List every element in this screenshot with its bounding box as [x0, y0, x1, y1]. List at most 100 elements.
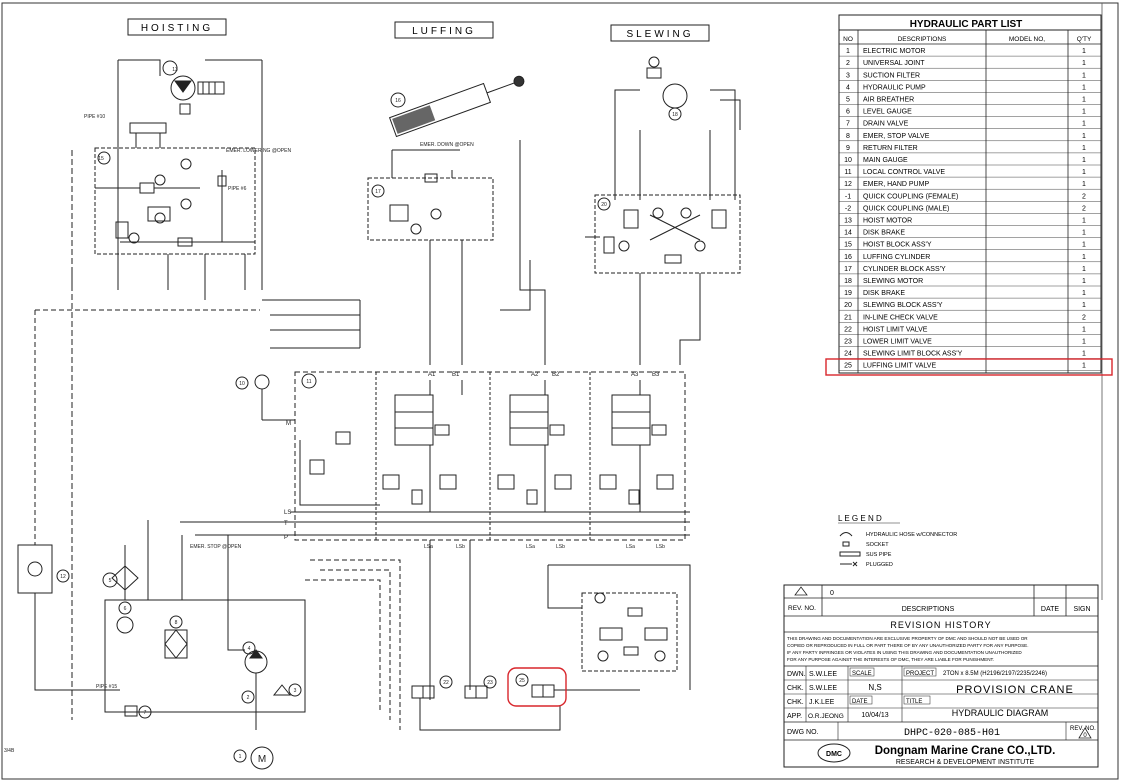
callout-1	[233, 749, 247, 763]
title-block: 0 REV. NO. DESCRIPTIONS DATE SIGN REVISI…	[783, 584, 1099, 768]
part-no: 22	[844, 326, 852, 333]
port-B2: B2	[552, 372, 560, 378]
part-list-header-cell: MODEL NO,	[1009, 36, 1045, 43]
callout-10-label: 10	[239, 381, 245, 387]
part-qty: 1	[1082, 133, 1086, 140]
slewing-motor-symbol	[662, 83, 688, 109]
note-emer-stop: EMER. STOP @OPEN	[190, 544, 242, 550]
callout-8-label: 8	[175, 620, 178, 626]
callout-20	[597, 197, 611, 211]
part-qty: 1	[1082, 145, 1086, 152]
part-qty: 2	[1082, 205, 1086, 212]
callout-17	[371, 184, 385, 198]
part-list-row: 13 HOIST MOTOR 1	[839, 218, 1101, 226]
part-qty: 1	[1082, 60, 1086, 67]
notice-line-3: IF ANY PARTY INFRINGES OR VIOLATES IN US…	[787, 650, 1022, 655]
legend: L E G E N D HYDRAULIC HOSE w/CONNECTORSO…	[838, 514, 957, 568]
part-no: -2	[845, 205, 851, 212]
part-description: LUFFING LIMIT VALVE	[863, 363, 936, 370]
date-label: DATE	[852, 699, 868, 705]
chk1-name: S.W.LEE	[809, 685, 837, 692]
part-qty: 1	[1082, 266, 1086, 273]
sign-label: SIGN	[1073, 606, 1090, 613]
part-no: 20	[844, 302, 852, 309]
callout-20-label: 20	[601, 202, 607, 208]
part-list-header-cell: DESCRIPTIONS	[898, 36, 947, 43]
legend-item-label: HYDRAULIC HOSE w/CONNECTOR	[866, 532, 957, 538]
part-qty: 1	[1082, 363, 1086, 370]
part-qty: 1	[1082, 157, 1086, 164]
part-description: HOIST MOTOR	[863, 218, 912, 225]
part-no: 16	[844, 254, 852, 261]
port-M: M	[286, 421, 291, 427]
part-list-row: 10 MAIN GAUGE 1	[839, 157, 1101, 166]
legend-item: SOCKET	[842, 541, 889, 548]
dwg-no: DHPC-020-085-H01	[904, 728, 1000, 739]
part-no: 17	[844, 266, 852, 273]
callout-10	[235, 376, 249, 390]
part-list-header-cell: Q'TY	[1077, 36, 1092, 43]
part-no: -1	[845, 193, 851, 200]
port-B1: B1	[452, 372, 460, 378]
callout-5-label: 5	[109, 578, 112, 584]
local-control-valve-block	[235, 371, 690, 541]
rev-no-label: REV. NO.	[788, 605, 816, 612]
part-qty: 1	[1082, 109, 1086, 116]
legend-item-label: SUS PIPE	[866, 552, 892, 558]
note-emer-down: EMER. DOWN @OPEN	[420, 142, 474, 148]
part-no: 10	[844, 157, 852, 164]
part-no: 23	[844, 339, 852, 346]
app-name: O.R.JEONG	[808, 713, 844, 720]
callout-23-label: 23	[487, 680, 493, 686]
port-P: P	[284, 535, 288, 541]
callout-15-label: 15	[98, 156, 104, 162]
callout-17-label: 17	[375, 189, 381, 195]
part-description: LUFFING CYLINDER	[863, 254, 930, 261]
note-emer-lowering: EMER. LOWERING @OPEN	[226, 148, 291, 154]
luffing-circuit	[367, 75, 546, 365]
part-no: 12	[844, 181, 852, 188]
callout-22	[439, 675, 453, 689]
note-pipe15: PIPE #15	[96, 684, 117, 690]
institute-name: RESEARCH & DEVELOPMENT INSTITUTE	[896, 759, 1035, 766]
section-luffing-label: LUFFING	[412, 26, 476, 37]
rev-triangle-icon	[794, 586, 808, 596]
svg-text:M: M	[258, 754, 266, 765]
part-description: MAIN GAUGE	[863, 157, 908, 164]
port-LSa-1: LSa	[424, 544, 433, 550]
callout-25	[515, 673, 529, 687]
socket-icon	[842, 541, 850, 547]
project-value: 2TON x 8.5M (H2196/2197/2235/2246)	[943, 671, 1047, 677]
callout-12-label: 12	[60, 574, 66, 580]
rev-no-small-label: REV. NO.	[1070, 726, 1096, 732]
dwn-label: DWN.	[787, 671, 806, 678]
part-no: 13	[844, 218, 852, 225]
part-qty: 2	[1082, 193, 1086, 200]
legend-item-label: SOCKET	[866, 542, 889, 548]
notice-line-2: COPIED OR REPRODUCED IN FULL OR PART THE…	[787, 643, 1028, 648]
part-qty: 1	[1082, 218, 1086, 225]
part-no: 2	[846, 60, 850, 67]
company-name: Dongnam Marine Crane CO.,LTD.	[875, 745, 1056, 757]
title-value: HYDRAULIC DIAGRAM	[952, 708, 1049, 718]
part-no: 25	[844, 363, 852, 370]
callout-13	[162, 60, 178, 76]
part-qty: 1	[1082, 351, 1086, 358]
dwg-no-label: DWG NO.	[787, 729, 819, 736]
part-list-row: 25 LUFFING LIMIT VALVE 1	[839, 363, 1101, 371]
part-description: IN-LINE CHECK VALVE	[863, 314, 938, 321]
callout-8	[169, 615, 183, 629]
part-qty: 2	[1082, 314, 1086, 321]
chk1-label: CHK.	[787, 685, 804, 692]
